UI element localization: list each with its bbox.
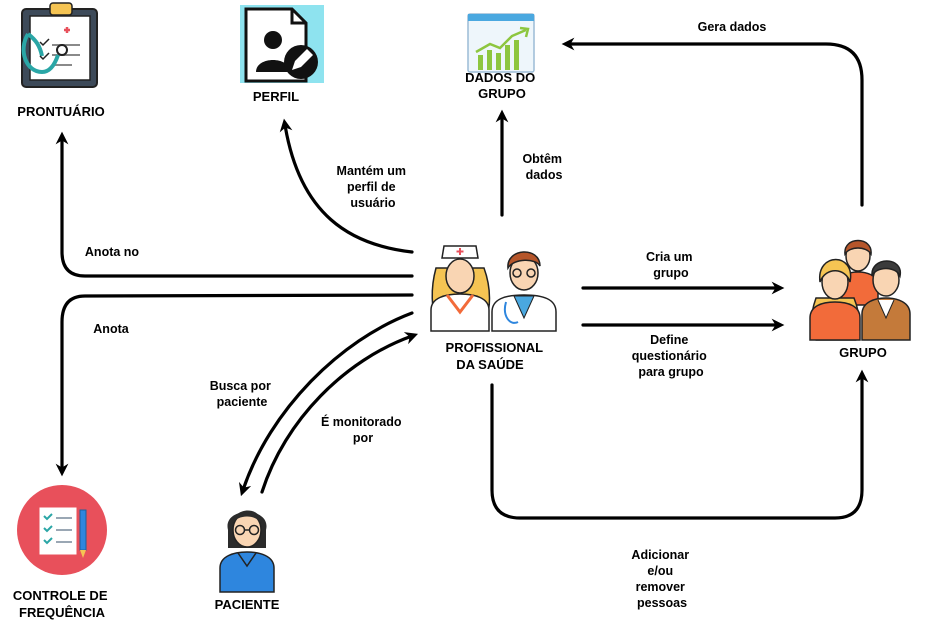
edge-label-line: Gera dados [698, 20, 767, 34]
edge-label-line: Mantém um [337, 164, 406, 178]
checklist-icon [17, 485, 107, 575]
edge-mantem-perfil [279, 118, 414, 254]
edge-label-line: usuário [350, 196, 396, 210]
node-label-dados: DADOS DO GRUPO [465, 70, 539, 101]
node-label-paciente: PACIENTE [215, 597, 280, 612]
edge-label-line: grupo [653, 266, 689, 280]
edge-label-adicionar: Adicionar e/ou remover pessoas [631, 548, 692, 610]
edge-label-busca-paciente: Busca por paciente [210, 379, 275, 409]
edge-adicionar [490, 369, 869, 520]
edge-label-line: perfil de [347, 180, 396, 194]
node-label-line: GRUPO [478, 86, 526, 101]
node-label-line: PROFISSIONAL [446, 340, 544, 355]
edge-label-monitorado: É monitorado por [321, 414, 405, 445]
node-label-prontuario: PRONTUÁRIO [17, 104, 104, 119]
edge-label-line: paciente [217, 395, 268, 409]
edge-label-line: Obtêm [522, 152, 562, 166]
edge-anota [55, 293, 414, 477]
edge-label-line: por [353, 431, 373, 445]
edge-label-cria-grupo: Cria um grupo [646, 250, 696, 280]
edge-label-line: Anota no [85, 245, 140, 259]
edge-label-line: Busca por [210, 379, 271, 393]
node-label-controle: CONTROLE DE FREQUÊNCIA [13, 588, 111, 620]
edge-label-line: Anota [93, 322, 129, 336]
node-label-line: DADOS DO [465, 70, 535, 85]
edge-monitorado [260, 332, 419, 494]
edge-label-line: Adicionar [631, 548, 689, 562]
edge-label-define-questionario: Define questionário para grupo [632, 333, 711, 379]
edge-label-line: dados [526, 168, 563, 182]
patient-icon [219, 510, 275, 593]
edge-label-line: Define [650, 333, 688, 347]
edge-label-anota: Anota [93, 322, 129, 336]
node-label-perfil: PERFIL [253, 89, 299, 104]
people-group-icon [809, 239, 911, 341]
edge-label-line: questionário [632, 349, 707, 363]
user-profile-edit-icon [240, 5, 324, 83]
edge-label-line: pessoas [637, 596, 687, 610]
edge-label-obtem-dados: Obtêm dados [522, 152, 565, 182]
edge-label-gera-dados: Gera dados [698, 20, 767, 34]
edge-label-line: Cria um [646, 250, 693, 264]
edge-label-line: e/ou [647, 564, 673, 578]
node-label-line: CONTROLE DE [13, 588, 108, 603]
edge-label-line: É monitorado [321, 414, 402, 429]
edge-busca-paciente [238, 311, 414, 497]
node-label-line: DA SAÚDE [456, 357, 524, 372]
node-label-grupo: GRUPO [839, 345, 887, 360]
clipboard-stethoscope-icon [21, 2, 98, 88]
node-label-profissional: PROFISSIONAL DA SAÚDE [446, 340, 547, 372]
edge-gera-dados [561, 37, 864, 207]
growth-chart-icon [467, 13, 535, 73]
edge-anota-no [55, 131, 414, 278]
edge-label-line: remover [636, 580, 685, 594]
edge-label-line: para grupo [638, 365, 704, 379]
edge-label-mantem-perfil: Mantém um perfil de usuário [337, 164, 410, 210]
edge-label-anota-no: Anota no [85, 245, 140, 259]
node-label-line: FREQUÊNCIA [19, 605, 106, 620]
nurse-doctor-icon [430, 245, 557, 332]
